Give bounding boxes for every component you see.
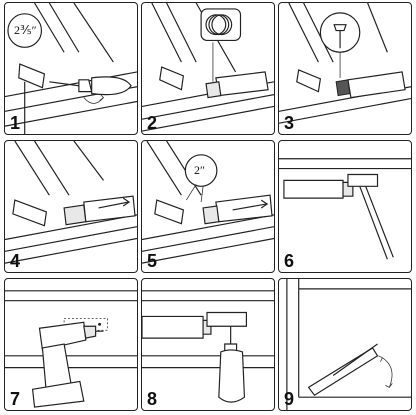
pin-icon <box>320 13 359 78</box>
step-7-illustration <box>5 279 137 410</box>
step-5-illustration <box>142 141 274 272</box>
step-panel-7: 7 <box>4 278 138 411</box>
step-1-measurement: 2⅗″ <box>14 23 37 38</box>
step-number-2: 2 <box>147 114 157 132</box>
step-9-illustration <box>279 279 411 410</box>
step-panel-6: 6 <box>278 140 412 273</box>
step-4-illustration <box>5 141 137 272</box>
step-3-illustration <box>279 3 411 134</box>
step-2-illustration <box>142 3 274 134</box>
step-number-8: 8 <box>147 390 157 408</box>
step-panel-4: 4 <box>4 140 138 273</box>
step-number-4: 4 <box>10 252 20 270</box>
step-6-illustration <box>279 141 411 272</box>
screwdriver-icon <box>219 326 245 402</box>
drill-icon <box>33 322 104 407</box>
step-panel-3: 3 <box>278 2 412 135</box>
step-number-3: 3 <box>284 114 294 132</box>
step-number-5: 5 <box>147 252 157 270</box>
step-number-6: 6 <box>284 252 294 270</box>
step-panel-1: 2⅗″ 1 <box>4 2 138 135</box>
step-panel-5: 2″ 5 <box>141 140 275 273</box>
step-8-illustration <box>142 279 274 410</box>
step-panel-2: 2 <box>141 2 275 135</box>
step-number-1: 1 <box>10 114 20 132</box>
step-5-measurement: 2″ <box>194 163 205 178</box>
step-number-9: 9 <box>284 390 294 408</box>
step-panel-9: 9 <box>278 278 412 411</box>
step-panel-8: 8 <box>141 278 275 411</box>
step-number-7: 7 <box>10 390 20 408</box>
